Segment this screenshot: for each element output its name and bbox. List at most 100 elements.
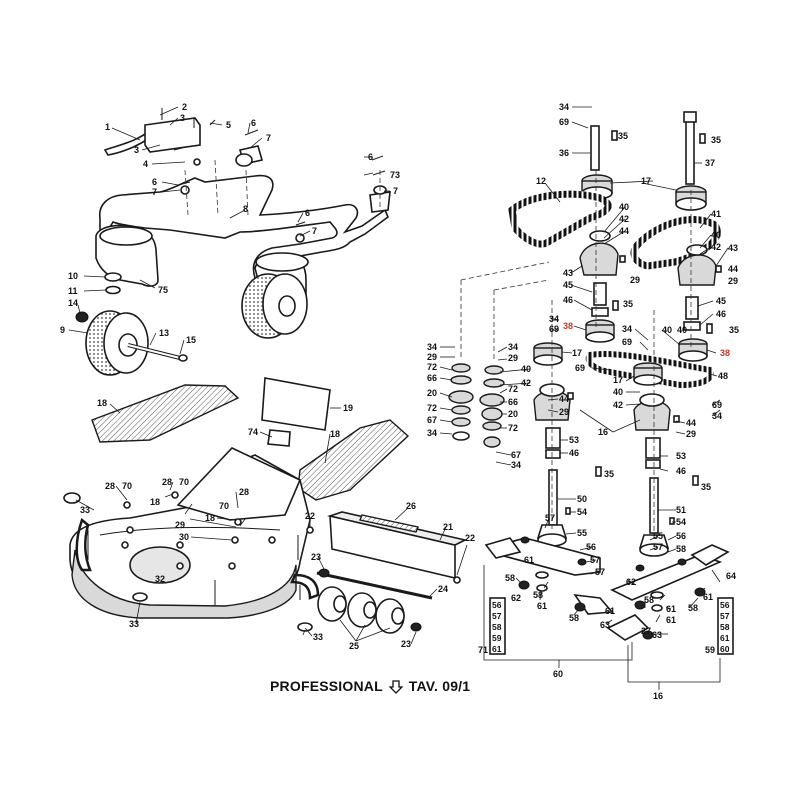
part-callout-54: 54 bbox=[577, 507, 587, 517]
kit-item-56: 56 bbox=[492, 600, 502, 610]
part-callout-42: 42 bbox=[521, 378, 531, 388]
part-callout-2: 2 bbox=[182, 102, 187, 112]
part-callout-43: 43 bbox=[728, 243, 738, 253]
part-callout-33: 33 bbox=[80, 505, 90, 515]
part-callout-42: 42 bbox=[619, 214, 629, 224]
kit-item-61: 61 bbox=[720, 633, 730, 643]
part-callout-35: 35 bbox=[729, 325, 739, 335]
part-callout-34: 34 bbox=[511, 460, 521, 470]
part-callout-69: 69 bbox=[549, 324, 559, 334]
part-callout-35: 35 bbox=[623, 299, 633, 309]
mower-deck-assembly bbox=[63, 377, 468, 634]
blade-drive-assembly bbox=[448, 111, 734, 690]
part-callout-46: 46 bbox=[569, 448, 579, 458]
part-callout-42: 42 bbox=[613, 400, 623, 410]
part-callout-16: 16 bbox=[598, 427, 608, 437]
part-callout-7: 7 bbox=[266, 133, 271, 143]
part-callout-46: 46 bbox=[716, 309, 726, 319]
part-callout-70: 70 bbox=[219, 501, 229, 511]
part-callout-62: 62 bbox=[511, 593, 521, 603]
part-callout-6: 6 bbox=[368, 152, 373, 162]
part-callout-72: 72 bbox=[427, 403, 437, 413]
part-callout-60: 60 bbox=[553, 669, 563, 679]
part-callout-29: 29 bbox=[175, 520, 185, 530]
part-callout-16: 16 bbox=[653, 691, 663, 701]
part-callout-20: 20 bbox=[508, 409, 518, 419]
part-callout-67: 67 bbox=[427, 415, 437, 425]
part-callout-3: 3 bbox=[180, 113, 185, 123]
part-callout-17: 17 bbox=[613, 375, 623, 385]
part-callout-35: 35 bbox=[711, 135, 721, 145]
kit-item-56: 56 bbox=[720, 600, 730, 610]
kit-list-right: 56 57 58 61 60 bbox=[720, 600, 730, 654]
part-callout-33: 33 bbox=[313, 632, 323, 642]
part-callout-59: 59 bbox=[705, 645, 715, 655]
part-callout-69: 69 bbox=[559, 117, 569, 127]
kit-item-61: 61 bbox=[492, 644, 502, 654]
part-callout-66: 66 bbox=[508, 397, 518, 407]
part-callout-58: 58 bbox=[676, 544, 686, 554]
part-callout-10: 10 bbox=[68, 271, 78, 281]
part-callout-72: 72 bbox=[508, 423, 518, 433]
part-callout-44: 44 bbox=[619, 226, 629, 236]
part-callout-54: 54 bbox=[676, 517, 686, 527]
part-callout-1: 1 bbox=[105, 122, 110, 132]
part-callout-61: 61 bbox=[666, 604, 676, 614]
part-callout-18: 18 bbox=[97, 398, 107, 408]
part-callout-61: 61 bbox=[605, 606, 615, 616]
part-callout-28: 28 bbox=[162, 477, 172, 487]
part-callout-61: 61 bbox=[537, 601, 547, 611]
part-callout-58: 58 bbox=[533, 590, 543, 600]
kit-item-58: 58 bbox=[720, 622, 730, 632]
part-callout-50: 50 bbox=[577, 494, 587, 504]
part-callout-46: 46 bbox=[563, 295, 573, 305]
part-callout-14: 14 bbox=[68, 298, 78, 308]
part-callout-29: 29 bbox=[630, 275, 640, 285]
part-callout-58: 58 bbox=[688, 603, 698, 613]
part-callout-46: 46 bbox=[676, 466, 686, 476]
part-callout-29: 29 bbox=[508, 353, 518, 363]
part-callout-12: 12 bbox=[536, 176, 546, 186]
part-callout-29: 29 bbox=[728, 276, 738, 286]
part-callout-70: 70 bbox=[179, 477, 189, 487]
part-callout-25: 25 bbox=[349, 641, 359, 651]
part-callout-40: 40 bbox=[662, 325, 672, 335]
part-callout-37: 37 bbox=[705, 158, 715, 168]
part-callout-57: 57 bbox=[545, 513, 555, 523]
callout-labels: 1 2 3 5 3 6 7 4 6 73 6 7 7 8 6 7 10 75 1… bbox=[60, 102, 739, 701]
part-callout-48: 48 bbox=[718, 371, 728, 381]
part-callout-15: 15 bbox=[186, 335, 196, 345]
part-callout-34: 34 bbox=[427, 428, 437, 438]
part-callout-6: 6 bbox=[251, 118, 256, 128]
part-callout-4: 4 bbox=[143, 159, 148, 169]
part-callout-18: 18 bbox=[150, 497, 160, 507]
part-callout-45: 45 bbox=[716, 296, 726, 306]
kit-item-57: 57 bbox=[492, 611, 502, 621]
part-callout-6: 6 bbox=[305, 208, 310, 218]
part-callout-44: 44 bbox=[559, 394, 569, 404]
part-callout-38: 38 bbox=[720, 348, 730, 358]
part-callout-45: 45 bbox=[563, 280, 573, 290]
part-callout-61: 61 bbox=[666, 615, 676, 625]
part-callout-28: 28 bbox=[239, 487, 249, 497]
part-callout-17: 17 bbox=[572, 348, 582, 358]
kit-list-left: 56 57 58 59 61 bbox=[492, 600, 502, 654]
part-callout-35: 35 bbox=[618, 131, 628, 141]
part-callout-20: 20 bbox=[427, 388, 437, 398]
part-callout-3: 3 bbox=[134, 145, 139, 155]
part-callout-53: 53 bbox=[569, 435, 579, 445]
part-callout-28: 28 bbox=[105, 481, 115, 491]
part-callout-35: 35 bbox=[701, 482, 711, 492]
part-callout-11: 11 bbox=[68, 286, 78, 296]
part-callout-7: 7 bbox=[152, 187, 157, 197]
part-callout-36: 36 bbox=[559, 148, 569, 158]
part-callout-24: 24 bbox=[438, 584, 448, 594]
kit-item-60: 60 bbox=[720, 644, 730, 654]
part-callout-6: 6 bbox=[152, 177, 157, 187]
part-callout-53: 53 bbox=[676, 451, 686, 461]
part-callout-51: 51 bbox=[676, 505, 686, 515]
part-callout-71: 71 bbox=[478, 645, 488, 655]
part-callout-44: 44 bbox=[686, 418, 696, 428]
part-callout-34: 34 bbox=[559, 102, 569, 112]
